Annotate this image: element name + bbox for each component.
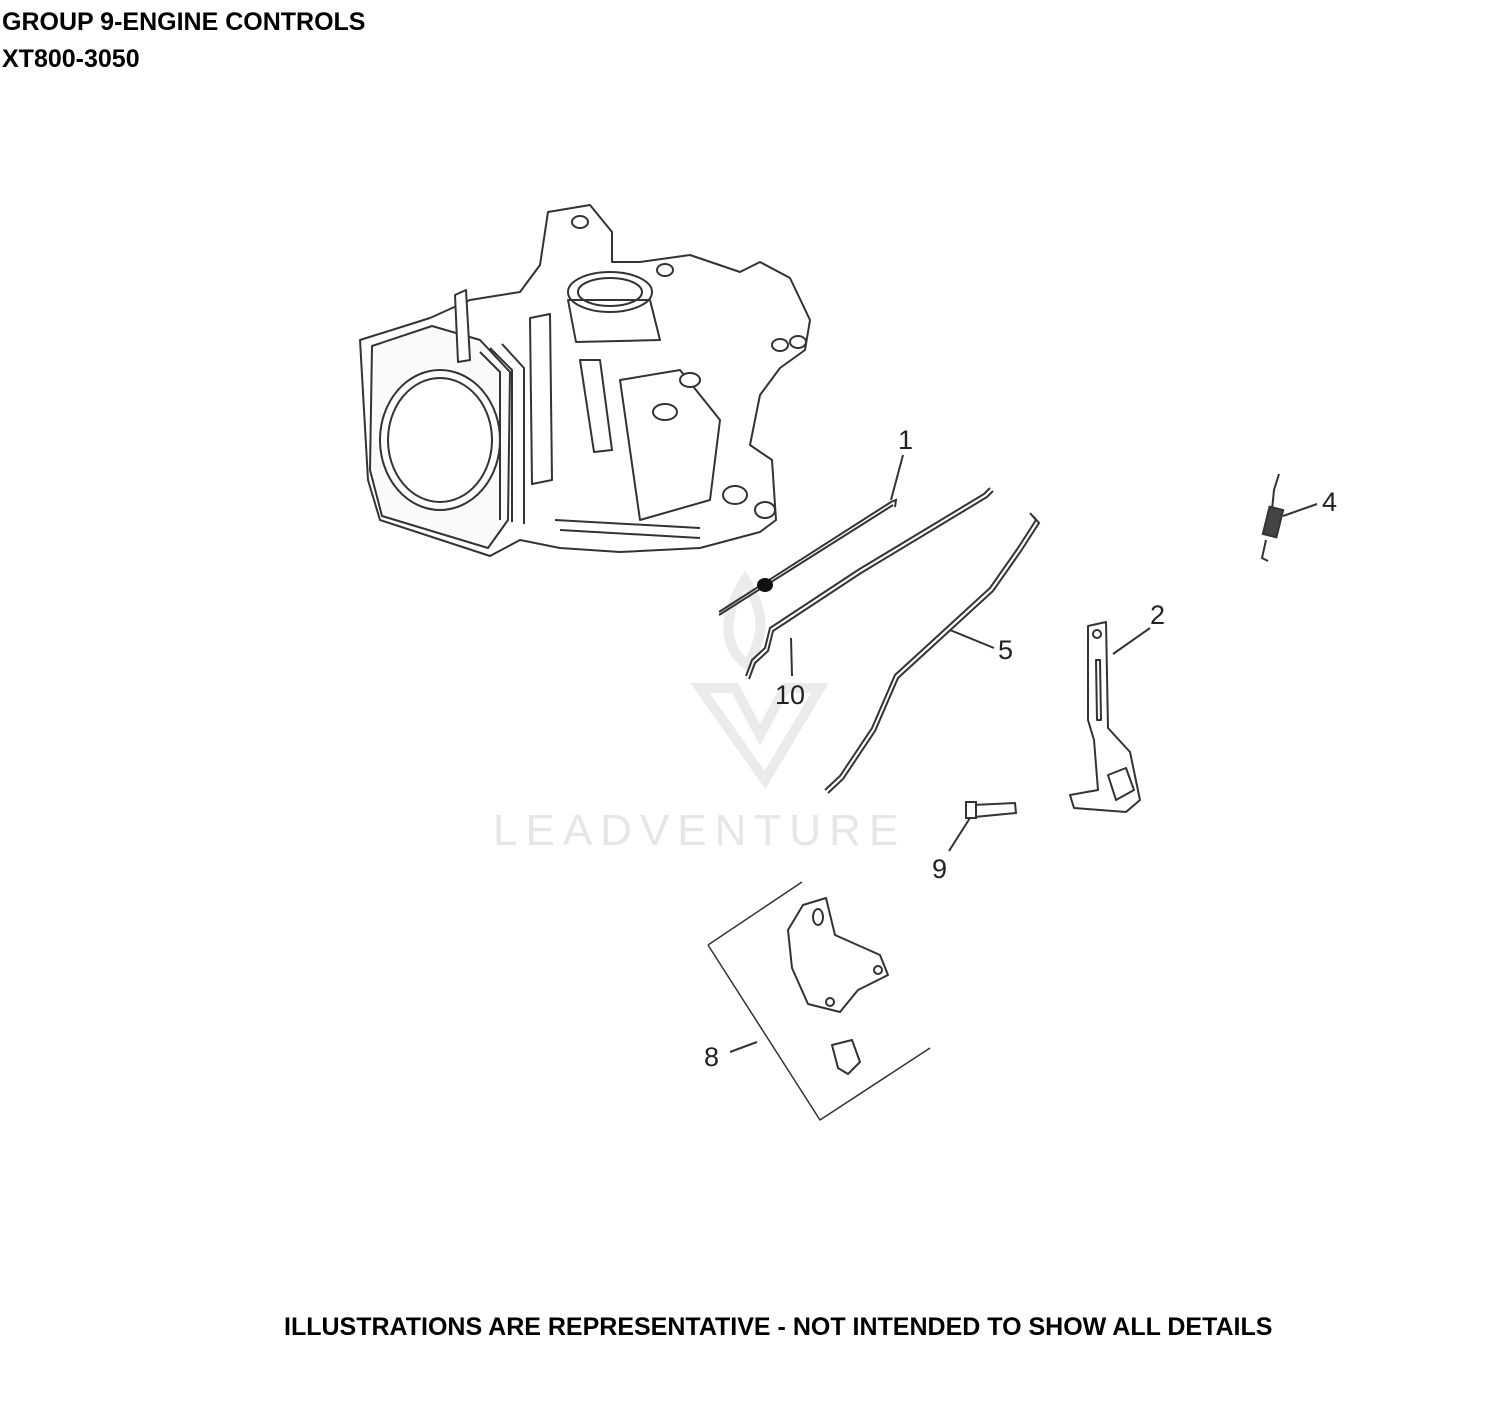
leader-8 — [729, 1041, 758, 1053]
leader-1 — [890, 454, 904, 501]
leader-5 — [949, 629, 995, 649]
leader-4 — [1282, 503, 1318, 517]
callout-1: 1 — [898, 425, 913, 455]
part-8-bracket-kit — [707, 881, 931, 1121]
part-2-governor-arm — [1069, 621, 1141, 813]
part-10-governor-rod — [745, 487, 994, 680]
watermark-logo — [690, 570, 829, 790]
part-1-throttle-link — [718, 498, 898, 616]
leader-2 — [1112, 627, 1151, 655]
disclaimer-footer: ILLUSTRATIONS ARE REPRESENTATIVE - NOT I… — [284, 1313, 1273, 1341]
callout-5: 5 — [998, 635, 1013, 665]
leader-9 — [948, 817, 971, 852]
part-5-choke-rod — [824, 512, 1041, 794]
leader-10 — [790, 637, 793, 677]
part-4-spring — [1260, 473, 1285, 562]
part-9-pin — [965, 801, 1018, 819]
watermark-text: LEADVENTURE — [493, 806, 907, 855]
callout-8: 8 — [704, 1042, 719, 1072]
page-title: GROUP 9-ENGINE CONTROLS — [2, 8, 366, 36]
callout-4: 4 — [1322, 487, 1337, 517]
callout-2: 2 — [1150, 600, 1165, 630]
engine-block — [359, 204, 811, 557]
callout-9: 9 — [932, 854, 947, 884]
leader-lines — [729, 454, 1318, 1053]
callout-10: 10 — [775, 680, 805, 710]
model-number: XT800-3050 — [2, 45, 140, 73]
